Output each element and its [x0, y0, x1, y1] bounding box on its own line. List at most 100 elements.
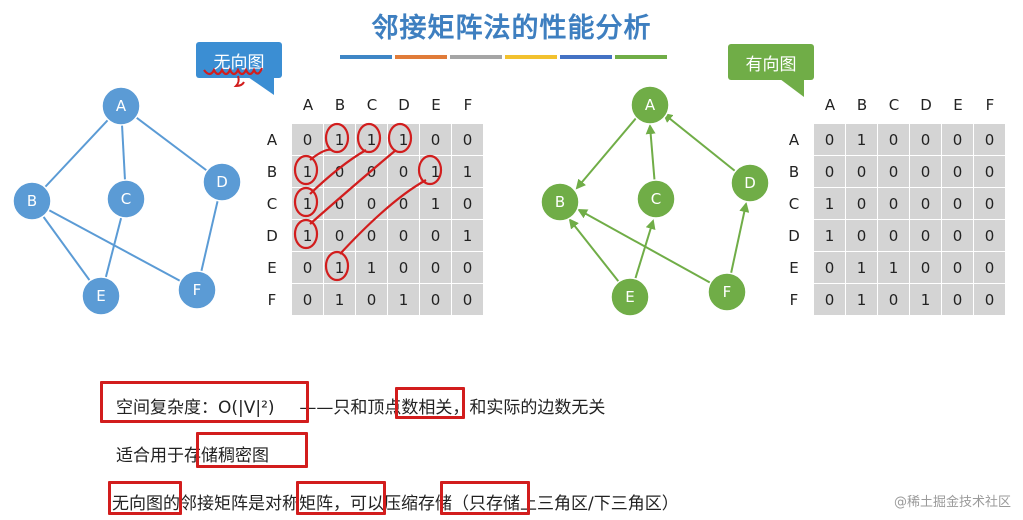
matrix-cell: 1: [388, 124, 420, 156]
matrix-cell: 0: [452, 284, 484, 316]
color-bar-6: [615, 55, 667, 59]
row-header: B: [266, 163, 278, 181]
note-dash: ——只和: [299, 398, 368, 418]
matrix-cell: 0: [814, 124, 846, 156]
matrix-cell: 0: [974, 252, 1006, 284]
matrix-cell: 0: [814, 252, 846, 284]
matrix-cell: 0: [420, 220, 452, 252]
edge-a-d: [120, 105, 223, 183]
matrix-cell: 0: [324, 156, 356, 188]
matrix-cell: 0: [878, 156, 910, 188]
matrix-cell: 0: [388, 220, 420, 252]
node-e: [610, 277, 650, 317]
matrix-cell: 1: [356, 124, 388, 156]
note-line-3-mid2: ，可以: [333, 494, 384, 514]
matrix-cell: 1: [324, 284, 356, 316]
node-label-b: B: [27, 192, 37, 210]
matrix-cell: 1: [452, 156, 484, 188]
directed-callout-label: 有向图: [745, 54, 797, 75]
row-header: A: [266, 131, 278, 149]
matrix-cell: 1: [324, 124, 356, 156]
column-header: C: [366, 96, 378, 114]
callout-tail: [248, 77, 274, 95]
color-bar-5: [560, 55, 612, 59]
row-header: A: [788, 131, 800, 149]
undirected-callout: 无向图: [196, 42, 282, 95]
matrix-cell: 0: [910, 252, 942, 284]
edge-f-b: [577, 209, 728, 293]
node-label-a: A: [645, 96, 656, 114]
row-header: C: [788, 195, 800, 213]
highlight-box: [196, 432, 308, 468]
note-line-1: 空间复杂度：O(|V|²) ——只和顶点数相关，和实际的边数无关: [116, 393, 605, 418]
node-label-e: E: [625, 288, 634, 306]
matrix-cell: 1: [846, 252, 878, 284]
matrix-cell: 0: [974, 220, 1006, 252]
color-bar-2: [395, 55, 447, 59]
matrix-cell: 0: [420, 284, 452, 316]
node-a: [101, 86, 141, 126]
column-header: B: [856, 96, 868, 114]
node-label-e: E: [96, 287, 105, 305]
color-bar-4: [505, 55, 557, 59]
callout-tail: [780, 79, 804, 97]
matrix-cell: 0: [324, 188, 356, 220]
node-c: [636, 179, 676, 219]
matrix-cell: 0: [878, 124, 910, 156]
matrix-cell: 1: [452, 220, 484, 252]
red-annotations: [293, 122, 443, 282]
matrix-cell: 0: [846, 220, 878, 252]
row-header: C: [266, 195, 278, 213]
column-header: B: [334, 96, 346, 114]
matrix-cell: 0: [420, 252, 452, 284]
note-line-3-mid: 的邻接矩阵是: [163, 494, 265, 514]
matrix-cell: 0: [878, 284, 910, 316]
matrix-cell: 0: [942, 220, 974, 252]
row-header: E: [267, 259, 277, 277]
matrix-cell: 1: [814, 188, 846, 220]
highlight-box: [100, 381, 309, 423]
color-bar-3: [450, 55, 502, 59]
edge-a-b: [31, 105, 122, 202]
column-header: A: [302, 96, 314, 114]
column-header: A: [824, 96, 836, 114]
note-compress: 压缩存储: [384, 494, 452, 514]
matrix-cell: 1: [814, 220, 846, 252]
row-header: F: [267, 291, 277, 309]
matrix-cell: 0: [974, 188, 1006, 220]
space-complexity: 空间复杂度：O(|V|²): [116, 398, 275, 418]
matrix-cell: 0: [974, 156, 1006, 188]
matrix-cell: 0: [388, 188, 420, 220]
row-header: B: [788, 163, 800, 181]
node-b: [540, 182, 580, 222]
matrix-cell: 0: [942, 156, 974, 188]
node-label-b: B: [555, 193, 565, 211]
matrix-cell: 0: [878, 220, 910, 252]
node-d: [202, 162, 242, 202]
matrix-cell: 1: [324, 252, 356, 284]
matrix-cell: 0: [910, 188, 942, 220]
matrix-cell: 0: [974, 124, 1006, 156]
undirected-callout-label: 无向图: [213, 52, 265, 73]
matrix-cell: 1: [356, 252, 388, 284]
column-header: E: [953, 96, 963, 114]
matrix-cell: 1: [292, 220, 324, 252]
watermark: @稀土掘金技术社区: [893, 495, 1011, 510]
highlight-box: [440, 481, 530, 515]
red-scribble: [203, 67, 264, 88]
note-line-2-prefix: 适合用于: [116, 446, 184, 466]
note-undirected: 无向图: [112, 494, 163, 514]
node-d: [730, 163, 770, 203]
matrix-cell: 0: [974, 284, 1006, 316]
matrix-cell: 0: [420, 124, 452, 156]
column-header: E: [431, 96, 441, 114]
highlight-box: [395, 387, 465, 419]
matrix-cell: 1: [846, 124, 878, 156]
matrix-cell: 0: [452, 252, 484, 284]
matrix-cell: 1: [910, 284, 942, 316]
node-c: [106, 179, 146, 219]
row-header: E: [789, 259, 799, 277]
